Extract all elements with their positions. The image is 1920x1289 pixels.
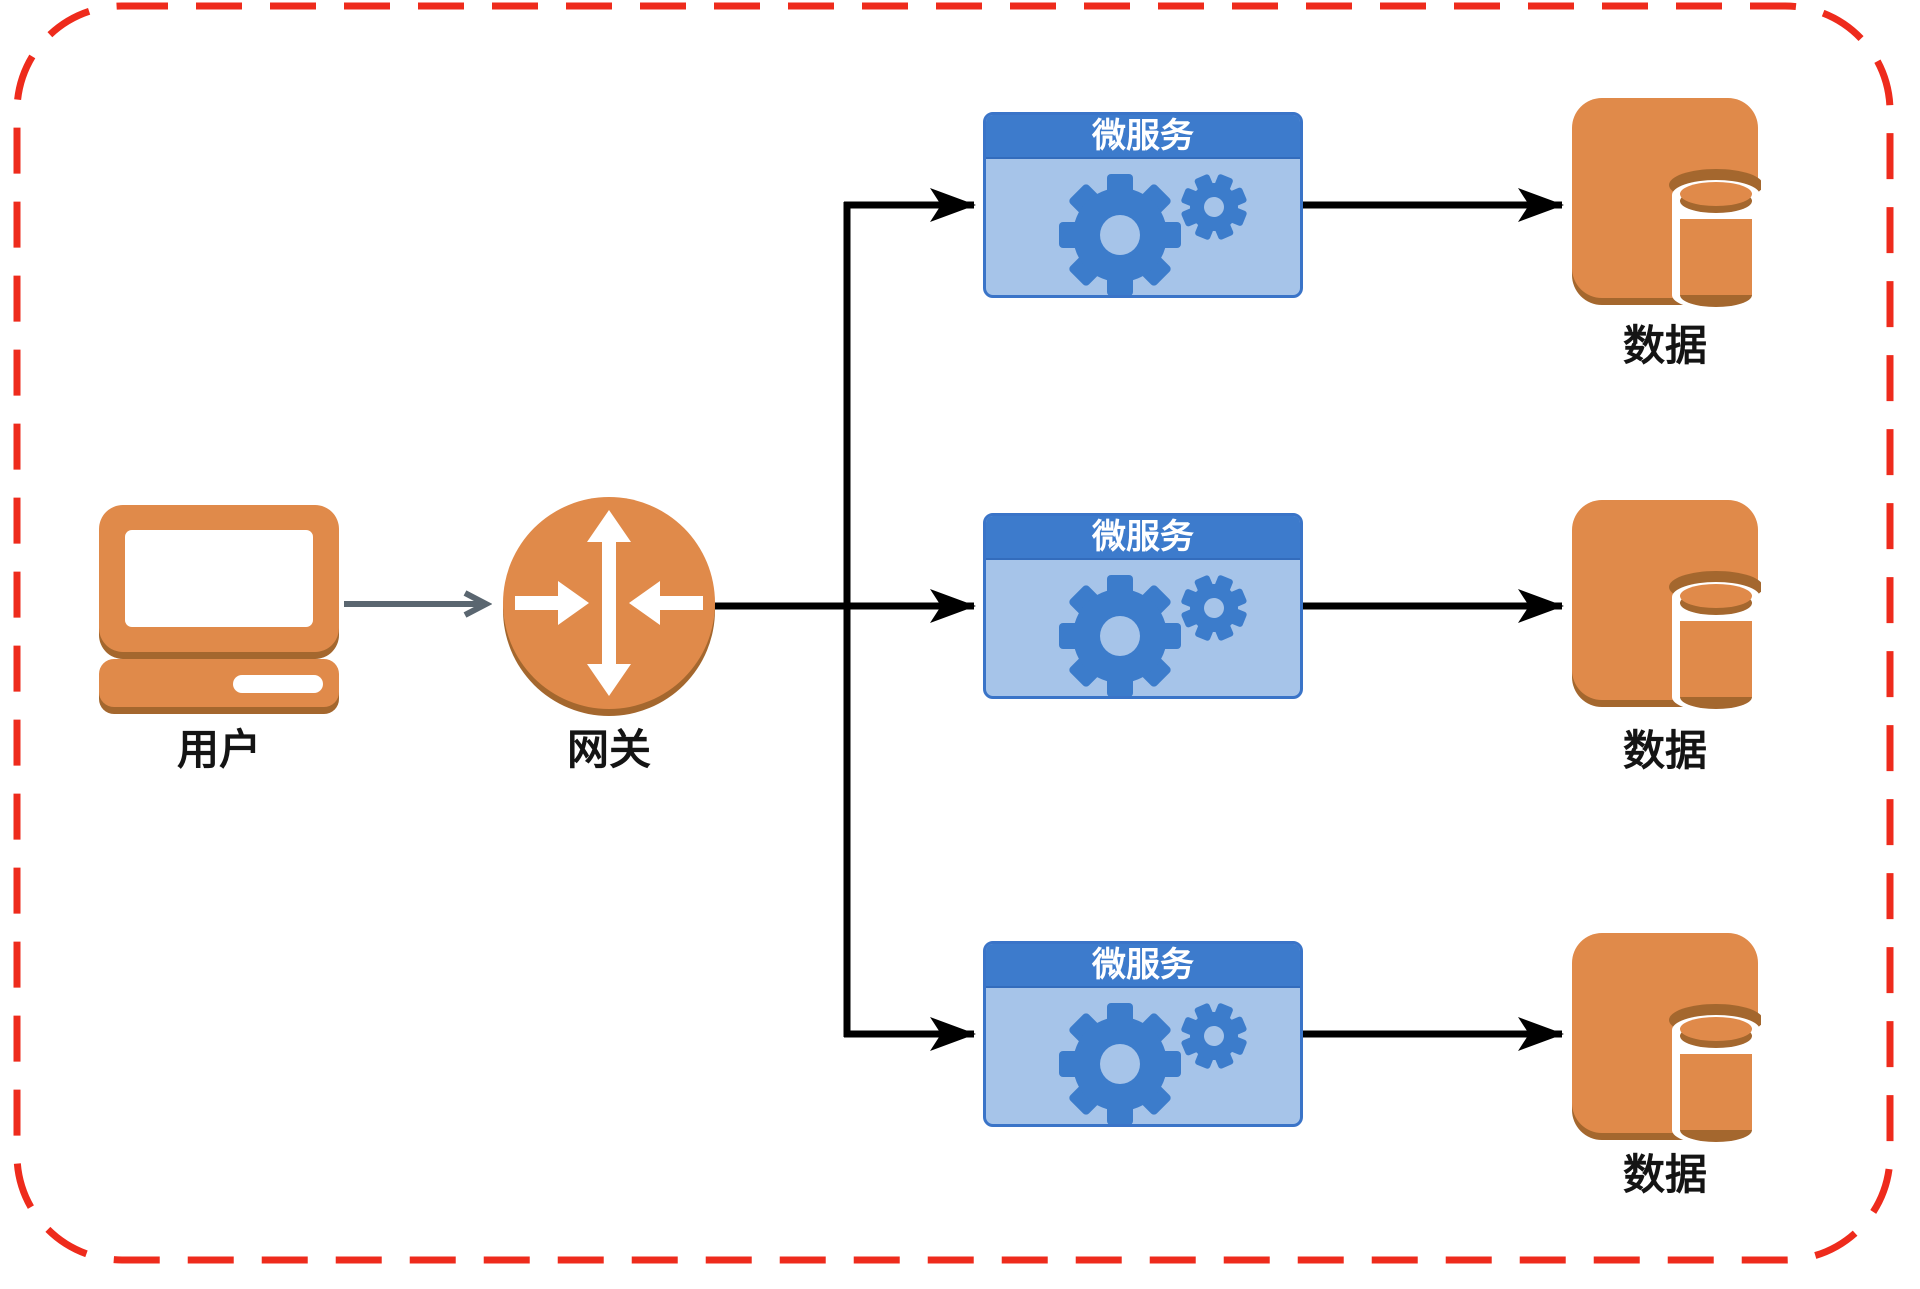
user-node	[98, 504, 340, 721]
database-icon	[1572, 500, 1763, 712]
database-node-1	[1571, 97, 1763, 314]
router-icon	[503, 497, 715, 716]
microservice-box-1: 微服务	[983, 112, 1303, 298]
gateway-label: 网关	[566, 726, 651, 773]
database-label-3: 数据	[1622, 1151, 1707, 1198]
microservice-title-1: 微服务	[986, 115, 1300, 159]
database-icon	[1572, 98, 1763, 310]
gears-icon	[1059, 565, 1257, 696]
computer-icon	[99, 505, 339, 714]
gears-icon	[1059, 993, 1257, 1124]
microservice-title-3: 微服务	[986, 944, 1300, 988]
database-icon	[1572, 933, 1763, 1145]
microservice-title-2: 微服务	[986, 516, 1300, 560]
database-node-3	[1571, 932, 1763, 1149]
database-node-2	[1571, 499, 1763, 716]
microservice-box-2: 微服务	[983, 513, 1303, 699]
user-label: 用户	[176, 726, 261, 773]
gateway-node	[501, 497, 717, 724]
database-label-2: 数据	[1622, 727, 1707, 774]
microservice-box-3: 微服务	[983, 941, 1303, 1127]
gears-icon	[1059, 164, 1257, 295]
database-label-1: 数据	[1622, 322, 1707, 369]
